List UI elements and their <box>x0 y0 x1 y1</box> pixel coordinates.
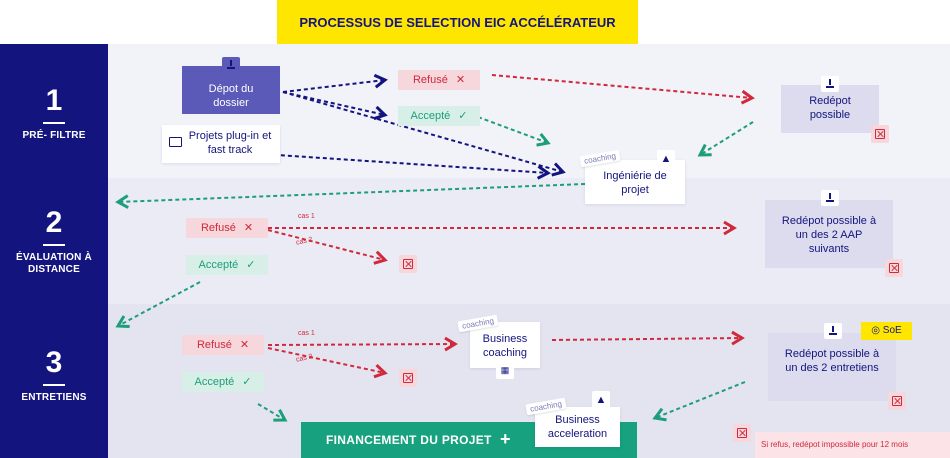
reject-icon <box>871 125 889 143</box>
refusal-note: Si refus, redépot impossible pour 12 moi… <box>755 432 950 458</box>
stage-3-label: 3 ENTRETIENS <box>0 348 108 404</box>
divider <box>43 244 65 246</box>
rocket-icon: ▲ <box>657 150 675 168</box>
redepot-label: Redépot possible <box>809 95 851 121</box>
refuse-badge-3: Refusé ✕ <box>182 335 264 355</box>
ingenierie-label: Ingéniérie de projet <box>603 170 667 196</box>
arrow-plugin-ingenierie <box>231 151 551 180</box>
arrow-refuse2-cas2 <box>267 229 388 265</box>
financement-label: FINANCEMENT DU PROJET <box>326 433 492 447</box>
close-icon: ✕ <box>243 222 254 234</box>
redepot-box-3: Redépot possible à un des 2 entretiens <box>768 333 896 401</box>
arrow-refuse-redepot <box>491 74 755 105</box>
stage-name: PRÉ- FILTRE <box>22 130 86 141</box>
refuse-badge-1: Refusé ✕ <box>398 70 480 90</box>
stage-number: 2 <box>45 206 63 239</box>
diagram-title: PROCESSUS DE SELECTION EIC ACCÉLÉRATEUR <box>277 0 638 44</box>
arrow-to-stage2 <box>115 183 586 209</box>
reject-icon <box>399 369 417 387</box>
soe-label: SoE <box>882 325 902 336</box>
monitor-icon <box>169 137 182 147</box>
reject-icon <box>399 255 417 273</box>
reject-icon <box>885 259 903 277</box>
check-icon: ✓ <box>246 259 256 271</box>
stage-name: ENTRETIENS <box>21 392 87 403</box>
arrow-refuse3-cas2 <box>267 347 388 379</box>
reject-icon <box>733 424 751 442</box>
stage-sidebar <box>0 44 108 458</box>
arrow-coaching-redepot <box>551 330 745 346</box>
stage-1-label: 1 PRÉ- FILTRE <box>0 86 108 142</box>
business-coaching-label: Business coaching <box>482 333 528 359</box>
accepte-badge-1: Accepté ✓ <box>398 106 480 126</box>
accepte-label: Accepté <box>194 376 235 388</box>
depot-label: Dépot du dossier <box>208 83 254 109</box>
download-icon <box>824 323 842 339</box>
download-icon <box>821 76 839 92</box>
close-icon: ✕ <box>455 74 466 86</box>
cas1-label: cas 1 <box>298 213 315 220</box>
arrow-redepot-ingenierie <box>697 121 754 157</box>
divider <box>43 122 65 124</box>
arrow-refuse3-coaching <box>267 336 458 352</box>
calendar-icon: ▦ <box>496 361 514 379</box>
redepot-box-1: Redépot possible <box>781 85 879 133</box>
arrow-redepot3-acceleration <box>652 381 746 422</box>
close-icon: ✕ <box>239 339 250 351</box>
stage-number: 3 <box>45 346 63 379</box>
business-acceleration-label: Business acceleration <box>547 414 608 440</box>
cas1-label: cas 1 <box>298 330 315 337</box>
download-icon <box>222 57 240 73</box>
stage-2-label: 2 ÉVALUATION À DISTANCE <box>0 208 108 276</box>
redepot-label: Redépot possible à un des 2 AAP suivants <box>781 215 877 255</box>
soe-badge: ◎ SoE <box>861 322 912 340</box>
depot-dossier-box: Dépot du dossier <box>182 66 280 114</box>
divider <box>43 384 65 386</box>
redepot-label: Redépot possible à un des 2 entretiens <box>784 348 880 374</box>
business-coaching-box: Business coaching <box>470 322 540 368</box>
download-icon <box>821 190 839 206</box>
check-icon: ✓ <box>242 376 252 388</box>
stage-number: 1 <box>45 84 63 117</box>
accepte-label: Accepté <box>410 110 451 122</box>
arrow-accepte-ingenierie <box>477 116 551 147</box>
check-circle-icon: ◎ <box>871 325 881 336</box>
plugin-label: Projets plug-in et fast track <box>188 130 272 156</box>
accepte-badge-3: Accepté ✓ <box>182 372 264 392</box>
plus-icon: + <box>500 429 511 449</box>
refuse-label: Refusé <box>412 74 448 86</box>
refuse-label: Refusé <box>196 339 232 351</box>
stage-name: ÉVALUATION À DISTANCE <box>16 252 92 275</box>
refuse-badge-2: Refusé ✕ <box>186 218 268 238</box>
check-icon: ✓ <box>458 110 468 122</box>
arrow-accepte3-financement <box>257 403 288 422</box>
accepte-badge-2: Accepté ✓ <box>186 255 268 275</box>
refuse-label: Refusé <box>200 222 236 234</box>
rocket-icon: ▲ <box>592 391 610 409</box>
plugin-box: Projets plug-in et fast track <box>162 125 280 163</box>
arrow-depot-refuse <box>282 73 388 93</box>
accepte-label: Accepté <box>198 259 239 271</box>
redepot-box-2: Redépot possible à un des 2 AAP suivants <box>765 200 893 268</box>
reject-icon <box>888 392 906 410</box>
arrow-to-stage3 <box>115 281 201 329</box>
business-acceleration-box: Business acceleration <box>535 407 620 447</box>
